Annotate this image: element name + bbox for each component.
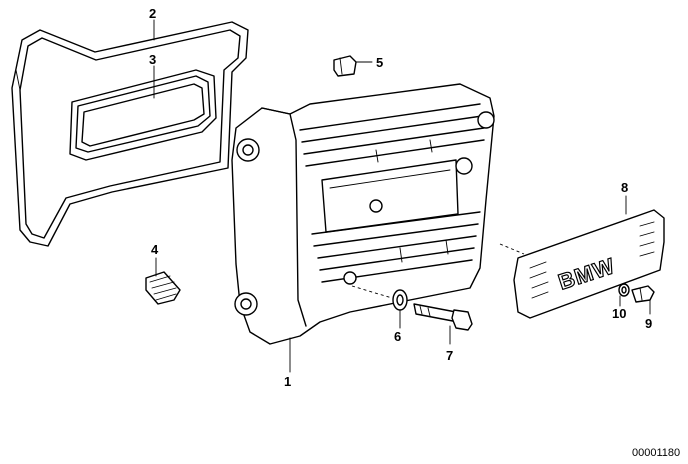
inner-gasket xyxy=(69,69,217,161)
spring-part xyxy=(145,271,181,305)
emblem-plate: BMW xyxy=(499,209,665,319)
leader-lines xyxy=(153,19,651,373)
callout-5: 5 xyxy=(376,55,383,70)
callout-7: 7 xyxy=(446,348,453,363)
callout-8: 8 xyxy=(621,180,628,195)
washer-part xyxy=(351,285,408,311)
callout-9: 9 xyxy=(645,316,652,331)
callout-4: 4 xyxy=(151,242,159,257)
document-number: 00001180 xyxy=(632,447,680,459)
callout-3: 3 xyxy=(149,52,156,67)
callout-6: 6 xyxy=(394,329,401,344)
bolt-part xyxy=(413,303,473,331)
callout-1: 1 xyxy=(284,374,291,389)
emblem-washer xyxy=(618,283,630,297)
valve-cover xyxy=(231,83,495,345)
plug-part xyxy=(333,55,357,77)
callout-10: 10 xyxy=(612,306,626,321)
callout-2: 2 xyxy=(149,6,156,21)
emblem-screw xyxy=(631,285,655,303)
